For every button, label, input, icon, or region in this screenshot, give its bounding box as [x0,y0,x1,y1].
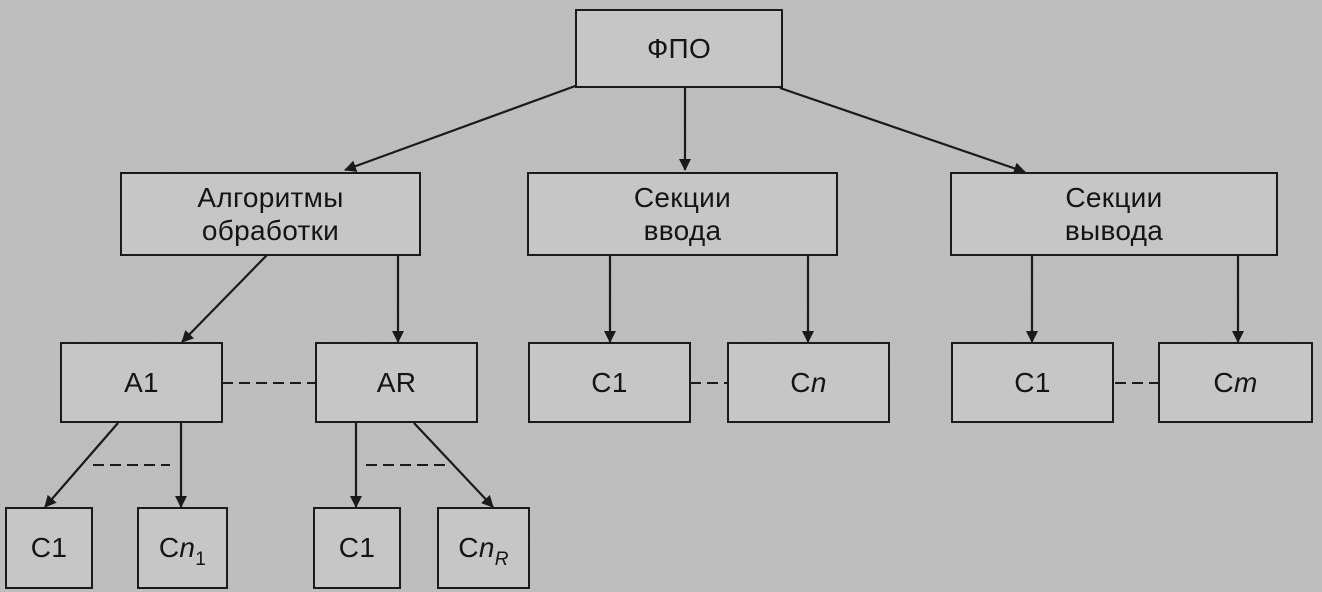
node-ar: AR [315,342,478,423]
edge-algorithms-a1 [181,253,269,343]
node-input-cn-label: Cn [790,366,827,398]
node-ar-c1: C1 [313,507,401,589]
node-a1-c1-label: C1 [30,532,68,564]
node-input-c1-label: C1 [591,366,628,398]
edge-root-output [779,86,1026,175]
node-a1-cn1: Cn1 [137,507,228,589]
node-output-c1: C1 [951,342,1114,423]
node-ar-cnr-label: CnR [458,532,509,571]
node-algorithms-label: Алгоритмы обработки [197,181,344,246]
node-input-cn: Cn [727,342,890,423]
node-output-cm: Cm [1158,342,1313,423]
node-ar-cnr: CnR [437,507,530,589]
node-output-label: Секции вывода [1064,181,1164,246]
node-output-sections: Секции вывода [950,172,1278,256]
node-output-c1-label: C1 [1014,366,1051,398]
node-output-cm-label: Cm [1213,366,1258,398]
node-ar-c1-label: C1 [338,532,376,564]
node-algorithms: Алгоритмы обработки [120,172,421,256]
edge-ar-cnr [413,422,494,508]
edge-root-algorithms [344,83,579,172]
node-input-label: Секции ввода [633,181,732,246]
node-root: ФПО [575,9,783,88]
node-a1: A1 [60,342,223,423]
node-a1-c1: C1 [5,507,93,589]
node-a1-cn1-label: Cn1 [158,532,207,571]
node-a1-label: A1 [124,366,159,398]
node-ar-label: AR [376,366,417,398]
edge-a1-c1 [44,422,119,508]
node-root-label: ФПО [646,32,712,64]
node-input-c1: C1 [528,342,691,423]
node-input-sections: Секции ввода [527,172,838,256]
